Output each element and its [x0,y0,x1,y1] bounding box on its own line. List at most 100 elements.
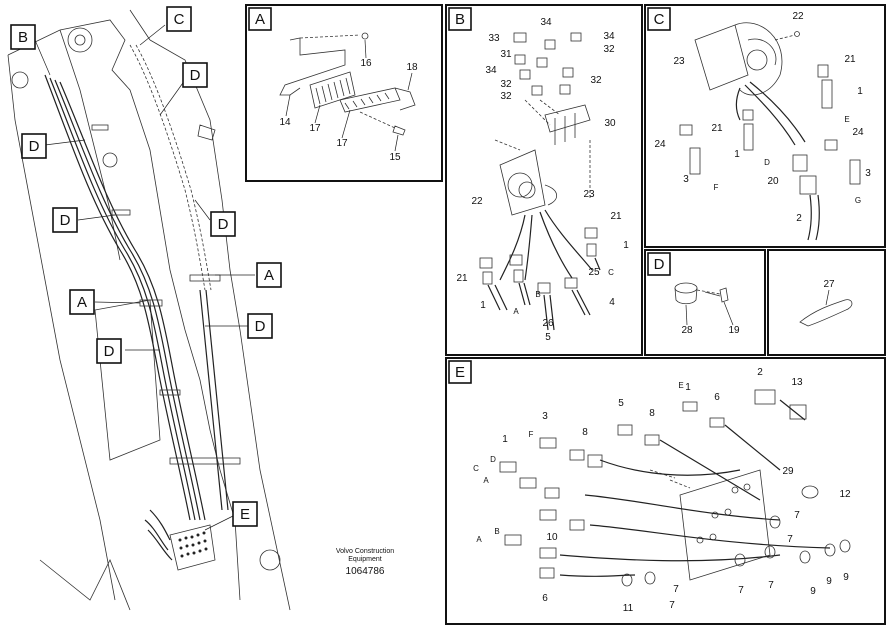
panel-B: B 33 [445,4,643,356]
panel-C-part-24a: 24 [852,127,864,138]
panel-B-part-5: 5 [545,332,551,343]
panel-E-part-29: 29 [782,466,794,477]
panel-C-part-3b: 3 [865,168,871,179]
panel-C-part-3a: 3 [683,174,689,185]
panel-A-part-16: 16 [360,58,372,69]
callout-D-2-label: D [29,138,40,155]
callout-D-3[interactable]: D [52,207,78,233]
panel-B-part-4: 4 [609,297,615,308]
panel-E-part-10: 10 [546,532,558,543]
panel-D: D 28 19 [644,249,766,356]
callout-A-2-label: A [264,267,274,284]
panel-E-part-9a: 9 [810,586,816,597]
callout-A-1[interactable]: A [69,289,95,315]
caption-line2: Equipment [348,556,382,563]
caption-number: 1064786 [346,566,385,577]
panel-B-part-21a: 21 [610,211,622,222]
panel-B-part-34a: 34 [540,17,552,28]
panel-E-letter-E: E [678,381,683,390]
panel-B-part-34b: 34 [603,31,615,42]
panel-C-part-23: 23 [673,56,685,67]
callout-D-1[interactable]: D [182,62,208,88]
panel-E-part-7b: 7 [787,534,793,545]
panel-B-part-32a: 32 [603,44,615,55]
callout-B[interactable]: B [10,24,36,50]
panel-D-label: D [654,256,665,273]
panel-B-part-32c: 32 [500,79,512,90]
callout-E[interactable]: E [232,501,258,527]
panel-B-part-26: 26 [542,318,554,329]
panel-E-letter-F: F [529,430,534,439]
callout-A-2[interactable]: A [256,262,282,288]
panel-tie-part-27: 27 [823,279,835,290]
callout-D-2[interactable]: D [21,133,47,159]
panel-A-part-15: 15 [389,152,401,163]
panel-E-part-7f: 7 [669,600,675,611]
panel-C-part-21a: 21 [844,54,856,65]
panel-C-part-1a: 1 [857,86,863,97]
panel-E-part-5: 5 [618,398,624,409]
panel-E-part-1a: 1 [685,382,691,393]
panel-B-label: B [455,11,465,28]
callout-C-label: C [174,11,185,28]
panel-D-part-28: 28 [681,325,693,336]
panel-E-part-11: 11 [623,603,634,614]
panel-A-part-18: 18 [406,62,418,73]
panel-E-label: E [455,364,465,381]
panel-tie: 27 [767,249,886,356]
panel-D-part-19: 19 [728,325,740,336]
panel-A-label: A [255,11,265,28]
panel-B-part-32b: 32 [590,75,602,86]
panel-B-letter-A: A [513,307,519,316]
panel-C-part-22: 22 [792,11,804,22]
panel-B-part-31: 31 [500,49,512,60]
panel-B-part-32d: 32 [500,91,512,102]
panel-B-part-25: 25 [588,267,600,278]
panel-E-part-9b: 9 [826,576,832,587]
panel-A-part-17b: 17 [336,138,348,149]
panel-C-label: C [654,11,665,28]
panel-B-part-1a: 1 [623,240,629,251]
callout-D-4[interactable]: D [210,211,236,237]
callout-D-6[interactable]: D [96,338,122,364]
panel-E: E [445,357,886,625]
panel-E-letter-A2: A [476,535,482,544]
panel-E-part-12: 12 [839,489,851,500]
panel-E-letter-A1: A [483,476,489,485]
panel-E-part-8a: 8 [649,408,655,419]
panel-E-letter-C: C [473,464,479,473]
callout-C[interactable]: C [166,6,192,32]
panel-E-part-6a: 6 [714,392,720,403]
panel-E-part-6b: 6 [542,593,548,604]
callout-D-5[interactable]: D [247,313,273,339]
panel-E-part-2: 2 [757,367,763,378]
panel-E-part-9c: 9 [843,572,849,583]
panel-E-letter-D: D [490,455,496,464]
panel-B-part-21b: 21 [456,273,468,284]
panel-C-part-20: 20 [767,176,779,187]
panel-C-part-1b: 1 [734,149,740,160]
panel-E-part-7e: 7 [673,584,679,595]
callout-E-label: E [240,506,250,523]
panel-C-part-21b: 21 [711,123,723,134]
panel-C-letter-D: D [764,158,770,167]
panel-E-part-7a: 7 [794,510,800,521]
panel-E-part-7d: 7 [738,585,744,596]
panel-B-part-34c: 34 [485,65,497,76]
panel-A: A 16 18 14 17 17 15 [245,4,443,182]
boom-overview [7,9,291,611]
panel-B-part-1b: 1 [480,300,486,311]
panel-E-part-7c: 7 [768,580,774,591]
callout-B-label: B [18,29,28,46]
panel-E-part-1b: 1 [502,434,508,445]
block-grid [178,531,208,558]
callout-D-3-label: D [60,212,71,229]
panel-B-letter-B: B [535,290,540,299]
panel-B-part-30: 30 [604,118,616,129]
panel-A-part-14: 14 [279,117,291,128]
panel-E-letter-B: B [494,527,499,536]
panel-E-part-3: 3 [542,411,548,422]
panel-B-part-23: 23 [583,189,595,200]
panel-C-part-2: 2 [796,213,802,224]
